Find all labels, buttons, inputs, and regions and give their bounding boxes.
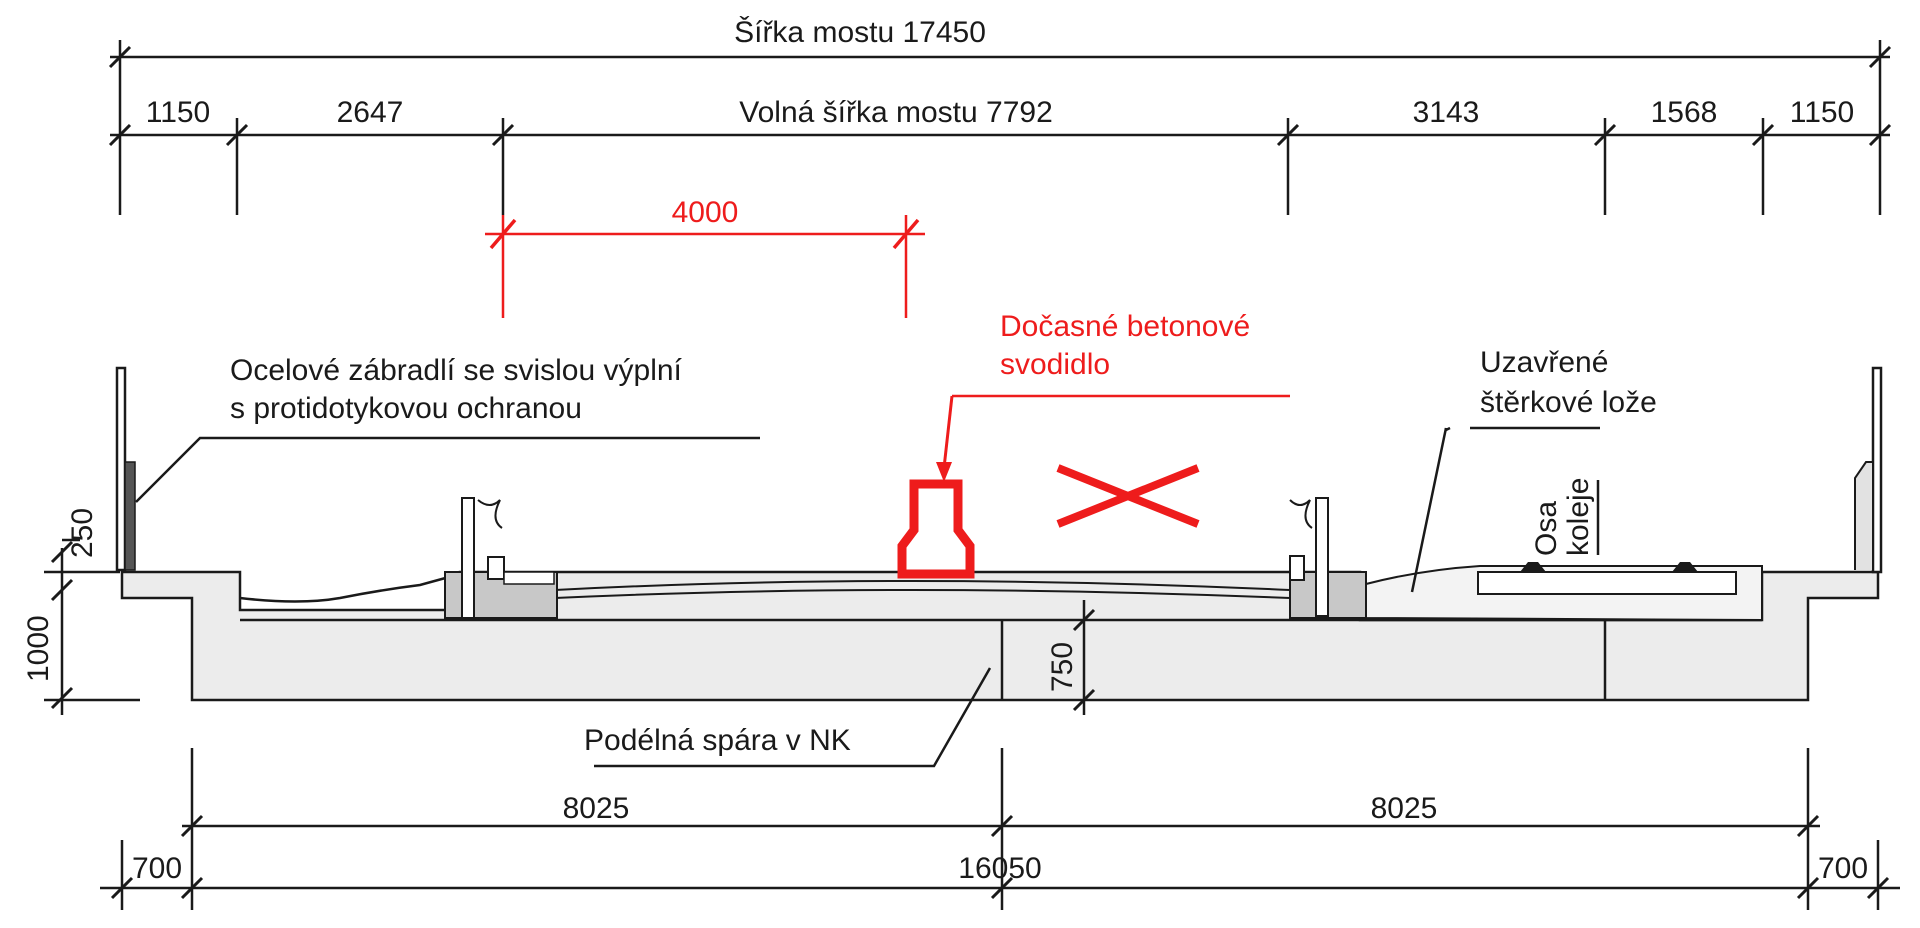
dimension-row-top: 1150 2647 Volná šířka mostu 7792 3143 15…	[108, 96, 1892, 215]
left-railing	[115, 366, 136, 572]
left-curb	[444, 497, 558, 619]
removed-lane-x-icon	[1056, 464, 1200, 528]
dimension-right-half: 8025	[1371, 792, 1438, 825]
right-railing	[1854, 366, 1883, 574]
dimension-left-half: 8025	[563, 792, 630, 825]
dimension-left-cornice: 1150	[146, 96, 211, 129]
barrier-label-2: svodidlo	[1000, 348, 1110, 381]
dimension-left-walkway: 2647	[337, 96, 404, 129]
dimension-right-walkway: 1568	[1651, 96, 1718, 129]
track-axis-label-2: koleje	[1562, 478, 1595, 556]
dimension-total-width: Šířka mostu 17450	[108, 15, 1892, 215]
joint-label: Podélná spára v NK	[584, 724, 851, 757]
dimension-total-bottom: 16050	[958, 852, 1041, 885]
railing-leader	[135, 436, 760, 503]
ballast-label-1: Uzavřené	[1480, 346, 1608, 379]
dimension-row-bottom: 8025 8025 700 16050 700	[100, 748, 1900, 910]
dimension-right-overhang: 700	[1818, 852, 1868, 885]
dimension-barrier-offset: 4000	[485, 196, 925, 318]
dimension-total-height: 1000	[22, 615, 55, 682]
dimension-barrier-offset-label: 4000	[672, 196, 739, 229]
dimension-right-cornice: 1150	[1790, 96, 1855, 129]
dimension-left-height: 250 1000	[22, 508, 140, 715]
railing-label-1: Ocelové zábradlí se svislou výplní	[230, 354, 683, 387]
ballast-bed	[1365, 562, 1763, 622]
ballast-leader	[1410, 427, 1448, 593]
dimension-curb-height: 250	[66, 508, 99, 558]
right-curb	[1289, 497, 1367, 619]
ballast-label-2: štěrkové lože	[1480, 386, 1657, 419]
railing-label-2: s protidotykovou ochranou	[230, 392, 582, 425]
dimension-slab-label: 750	[1046, 642, 1079, 692]
barrier-label-1: Dočasné betonové	[1000, 310, 1250, 343]
temporary-barrier	[897, 394, 1290, 579]
track-axis-label-1: Osa	[1530, 501, 1563, 556]
dimension-slab-thickness: 750	[1046, 600, 1096, 715]
dimension-total-width-label: Šířka mostu 17450	[734, 15, 986, 49]
dimension-free-width: Volná šířka mostu 7792	[739, 96, 1053, 129]
bridge-deck	[120, 570, 1880, 702]
dimension-right-section: 3143	[1413, 96, 1480, 129]
dimension-left-overhang: 700	[132, 852, 182, 885]
joint-leader	[594, 667, 992, 768]
